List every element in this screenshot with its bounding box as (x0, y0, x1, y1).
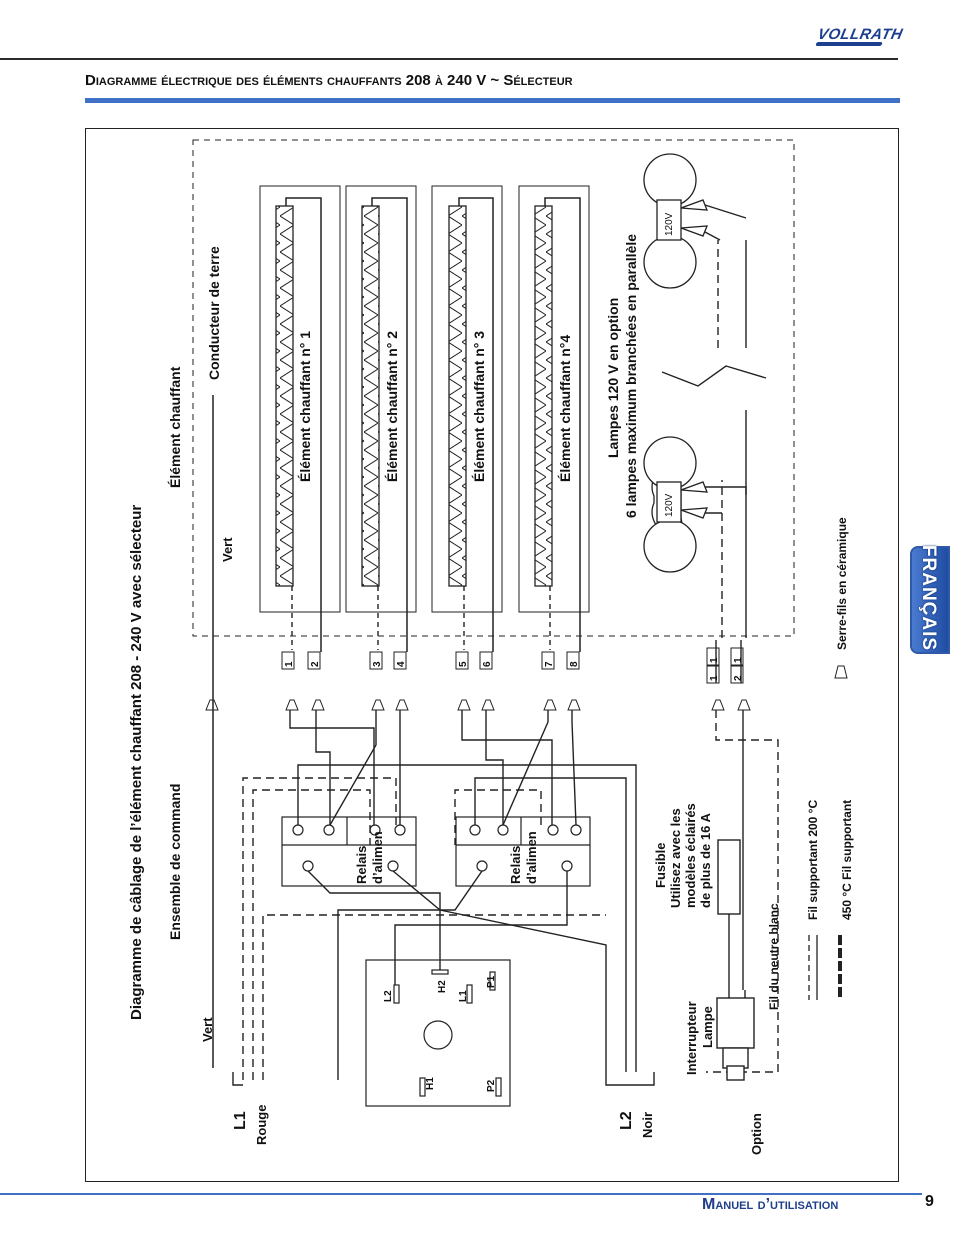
wire-nuts (205, 665, 848, 711)
terminal-3: 3 (372, 661, 383, 667)
switch-pin-h1: H1 (425, 1077, 436, 1090)
diagram-frame (85, 128, 899, 1182)
control-assembly-label: Ensemble de command (167, 784, 183, 940)
fuse-label-line1: Fusible (653, 842, 668, 888)
heating-element-label: Élément chauffant (167, 366, 183, 488)
relay-2-label-line1: Relais (508, 846, 523, 884)
title-underline (85, 98, 900, 103)
language-tab[interactable] (910, 546, 950, 654)
switch-pin-p1: P1 (486, 975, 497, 988)
lamp-upper-voltage: 120V (664, 212, 675, 236)
lamp-terminal-d: 2 (733, 675, 744, 681)
diagram-title: Diagramme de câblage de l’élément chauff… (128, 505, 145, 1020)
lamp-terminal-b: 1 (709, 675, 720, 681)
element-label-3: Élément chauffant n° 3 (471, 331, 487, 482)
element-label-2: Élément chauffant n° 2 (384, 331, 400, 482)
page-number: 9 (925, 1193, 934, 1210)
switch-pin-h2: H2 (437, 980, 448, 993)
fuse-label-line4: de plus de 16 A (698, 813, 713, 908)
switch-pin-p2: P2 (486, 1079, 497, 1092)
header-rule (0, 58, 898, 60)
green-label-upper: Vert (220, 537, 235, 562)
lamp-switch-label-line2: Lampe (700, 1006, 715, 1048)
switch-pin-l1: L1 (458, 990, 469, 1002)
terminal-1: 1 (284, 661, 295, 667)
wire-450-label: 450 °C Fil supportant (840, 800, 854, 920)
relay-1-label-line1: Relais (354, 846, 369, 884)
element-box-2 (345, 185, 417, 652)
lamp-terminal-c: 1 (733, 657, 744, 663)
l2-color-label: Noir (640, 1112, 655, 1138)
legend (808, 935, 842, 1000)
lamp-circuit (661, 240, 767, 1081)
lamp-feed-wires (704, 204, 747, 514)
relay-1 (281, 816, 417, 887)
option-label: Option (749, 1113, 764, 1155)
element-box-3 (431, 185, 503, 652)
manual-footer-label: Manuel d’utilisation (702, 1196, 839, 1213)
terminal-4: 4 (396, 661, 407, 667)
neutral-wire-label: Fil du neutre blanc (767, 903, 781, 1010)
ceramic-nuts-label: Serre-fils en céramique (835, 517, 849, 650)
element-to-relay-wires (232, 710, 655, 1086)
terminal-8: 8 (569, 661, 580, 667)
element-leads (291, 586, 551, 650)
element-label-1: Élément chauffant n° 1 (297, 331, 313, 482)
l1-label: L1 (232, 1111, 249, 1130)
lamps-label-line1: Lampes 120 V en option (605, 298, 621, 458)
lamp-lower-voltage: 120V (664, 493, 675, 517)
relay-2 (455, 816, 591, 887)
terminal-6: 6 (482, 661, 493, 667)
ground-conductor-label: Conducteur de terre (206, 246, 222, 380)
element-box-1 (259, 185, 341, 652)
lamp-lower (643, 436, 708, 573)
selector-switch (365, 959, 511, 1107)
green-label-lower: Vert (200, 1017, 215, 1042)
section-title: Diagramme électrique des éléments chauff… (85, 72, 573, 89)
terminal-2: 2 (310, 661, 321, 667)
fuse-label-line3: modèles éclairés (683, 803, 698, 908)
lamp-upper (643, 153, 708, 289)
footer-rule (0, 1193, 922, 1195)
l1-color-label: Rouge (254, 1105, 269, 1145)
terminal-boxes (281, 647, 744, 684)
terminal-7: 7 (544, 661, 555, 667)
element-box-4 (518, 185, 590, 652)
terminal-5: 5 (458, 661, 469, 667)
element-label-4: Élément chauffant n°4 (557, 335, 573, 482)
switch-pin-l2: L2 (383, 990, 394, 1002)
fuse-label-line2: Utilisez avec les (668, 808, 683, 908)
lamps-label-line2: 6 lampes maximum branchées en parallèle (623, 234, 639, 518)
wire-200-label: Fil supportant 200 °C (806, 800, 820, 920)
relay-1-label-line2: d’alimen (370, 831, 385, 884)
l2-label: L2 (618, 1111, 635, 1130)
control-dashed-wires (242, 710, 779, 1080)
lamp-switch-label-line1: Interrupteur (684, 1001, 699, 1075)
lamp-terminal-a: 1 (709, 657, 720, 663)
relay-2-label-line2: d’alimen (524, 831, 539, 884)
